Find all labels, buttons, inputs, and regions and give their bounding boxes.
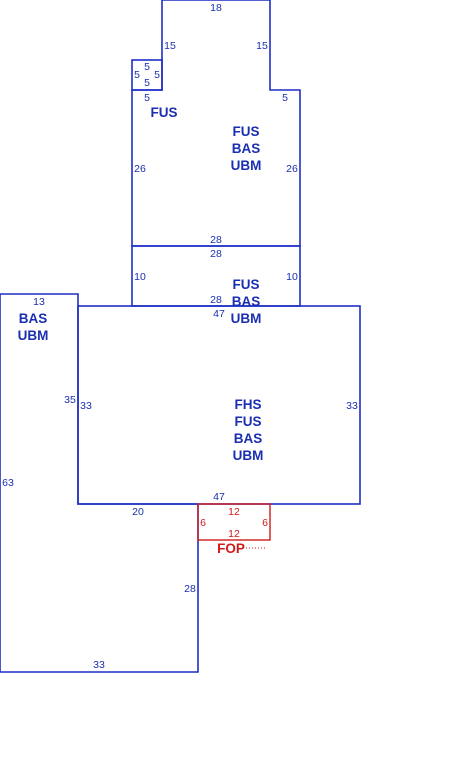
dim-main-right: 33 [346, 400, 358, 412]
label-upper-2: BAS [232, 141, 261, 156]
dim-notch-top: 5 [144, 61, 150, 73]
dim-wing-inner: 35 [64, 394, 76, 406]
label-porch: FOP [217, 541, 245, 556]
label-wing-2: UBM [18, 328, 49, 343]
label-top-fus: FUS [151, 105, 178, 120]
dim-porch-top: 12 [228, 506, 240, 518]
label-upper-1: FUS [233, 124, 260, 139]
dim-upper-bottom: 28 [210, 234, 222, 246]
dim-ledge-right: 5 [282, 92, 288, 104]
upper-outline [131, 0, 301, 247]
label-mid-3: UBM [231, 311, 262, 326]
dim-wing-top: 13 [33, 296, 45, 308]
dim-main-bottom: 47 [213, 491, 225, 503]
porch-outline [197, 503, 271, 541]
area-labels: FUS FUS BAS UBM FUS BAS UBM BAS UBM FHS … [18, 105, 264, 556]
dim-porch-right: 6 [262, 517, 268, 529]
label-main-3: BAS [234, 431, 263, 446]
dim-mid-bottom: 28 [210, 294, 222, 306]
wing-outline [0, 293, 199, 673]
dim-porch-left: 6 [200, 517, 206, 529]
dim-notch-bottom: 5 [144, 77, 150, 89]
main-outline [77, 305, 361, 505]
dim-mid-left: 10 [134, 271, 146, 283]
dim-lower-step: 20 [132, 506, 144, 518]
label-mid-1: FUS [233, 277, 260, 292]
label-main-2: FUS [235, 414, 262, 429]
dim-wing-left: 63 [2, 477, 14, 489]
label-wing-1: BAS [19, 311, 48, 326]
dim-top-width: 18 [210, 2, 222, 14]
dim-lower-bottom: 33 [93, 659, 105, 671]
dim-lower-right: 28 [184, 583, 196, 595]
dim-main-left: 33 [80, 400, 92, 412]
dim-top-right-side: 15 [256, 40, 268, 52]
label-upper-3: UBM [231, 158, 262, 173]
dim-ledge-left: 5 [144, 92, 150, 104]
dim-notch-left: 5 [134, 69, 140, 81]
dim-upper-right: 26 [286, 163, 298, 175]
label-main-1: FHS [235, 397, 262, 412]
dim-porch-bottom: 12 [228, 528, 240, 540]
dim-mid-right: 10 [286, 271, 298, 283]
dimension-labels: 18 15 15 5 5 5 5 5 5 26 26 28 28 10 10 2… [2, 2, 358, 671]
notch-square [131, 59, 163, 91]
dim-notch-right: 5 [154, 69, 160, 81]
building-outline [0, 0, 361, 673]
label-main-4: UBM [233, 448, 264, 463]
label-mid-2: BAS [232, 294, 261, 309]
dim-mid-top: 28 [210, 248, 222, 260]
dim-top-left-side: 15 [164, 40, 176, 52]
dim-upper-left: 26 [134, 163, 146, 175]
dim-main-top: 47 [213, 308, 225, 320]
